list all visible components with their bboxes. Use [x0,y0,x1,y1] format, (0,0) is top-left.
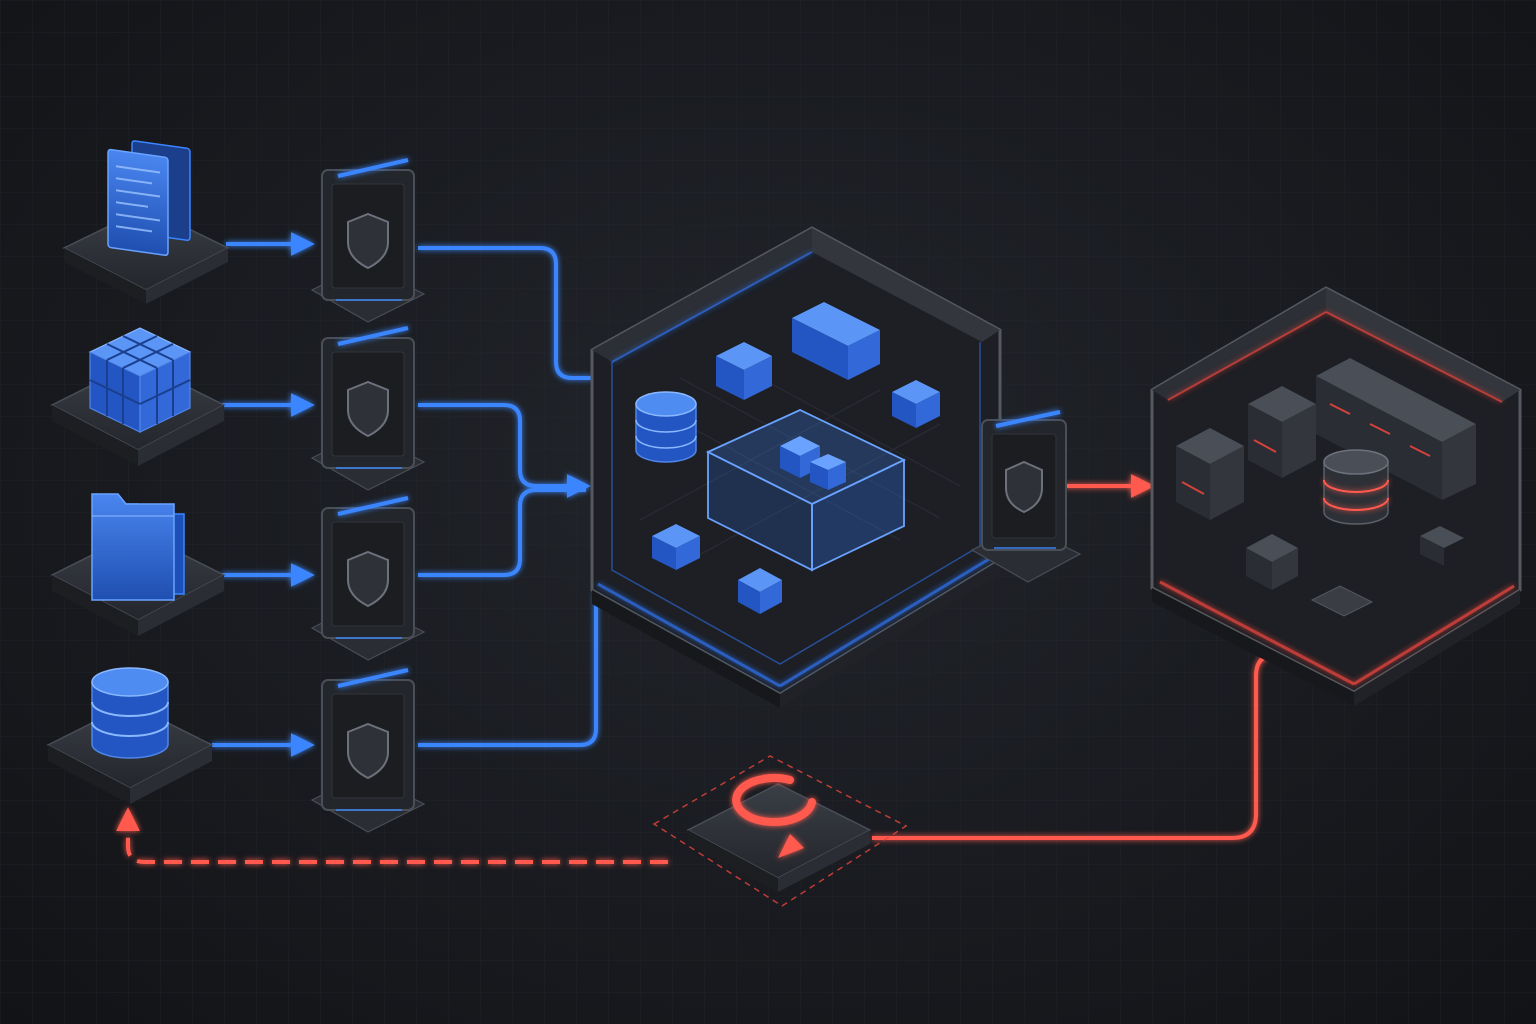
cube-grid-icon [88,327,192,433]
restore-sync-node[interactable] [652,755,908,907]
link-gateway-3-to-primary [418,488,586,577]
link-gateway-4-to-primary [418,592,598,747]
database-icon [91,667,169,759]
document-stack-icon [107,140,191,256]
shield-icon [347,550,389,608]
source-data-blocks[interactable] [50,327,226,466]
security-gateway-3[interactable] [310,496,426,661]
backup-data-center[interactable] [1150,286,1522,706]
security-gateway-1[interactable] [310,158,426,323]
database-icon [635,391,697,463]
security-gateway-4[interactable] [310,668,426,833]
link-gateway-2-to-primary [418,403,591,498]
source-database[interactable] [46,667,214,804]
primary-core-enclosure [705,409,907,572]
server-rack-icon [1176,358,1476,617]
source-documents[interactable] [62,140,230,304]
shield-icon [347,212,389,270]
source-files[interactable] [50,493,226,636]
shield-icon [1005,460,1043,514]
refresh-cycle-icon [732,774,816,858]
link-gateway-1-to-primary [418,246,592,380]
server-rack-icon [652,302,940,614]
folder-icon [91,493,185,601]
egress-security-gateway[interactable] [970,410,1082,583]
security-gateway-2[interactable] [310,326,426,491]
link-restore-to-source-database [116,807,668,864]
shield-icon [347,380,389,438]
shield-icon [347,722,389,780]
database-icon [1323,449,1389,525]
